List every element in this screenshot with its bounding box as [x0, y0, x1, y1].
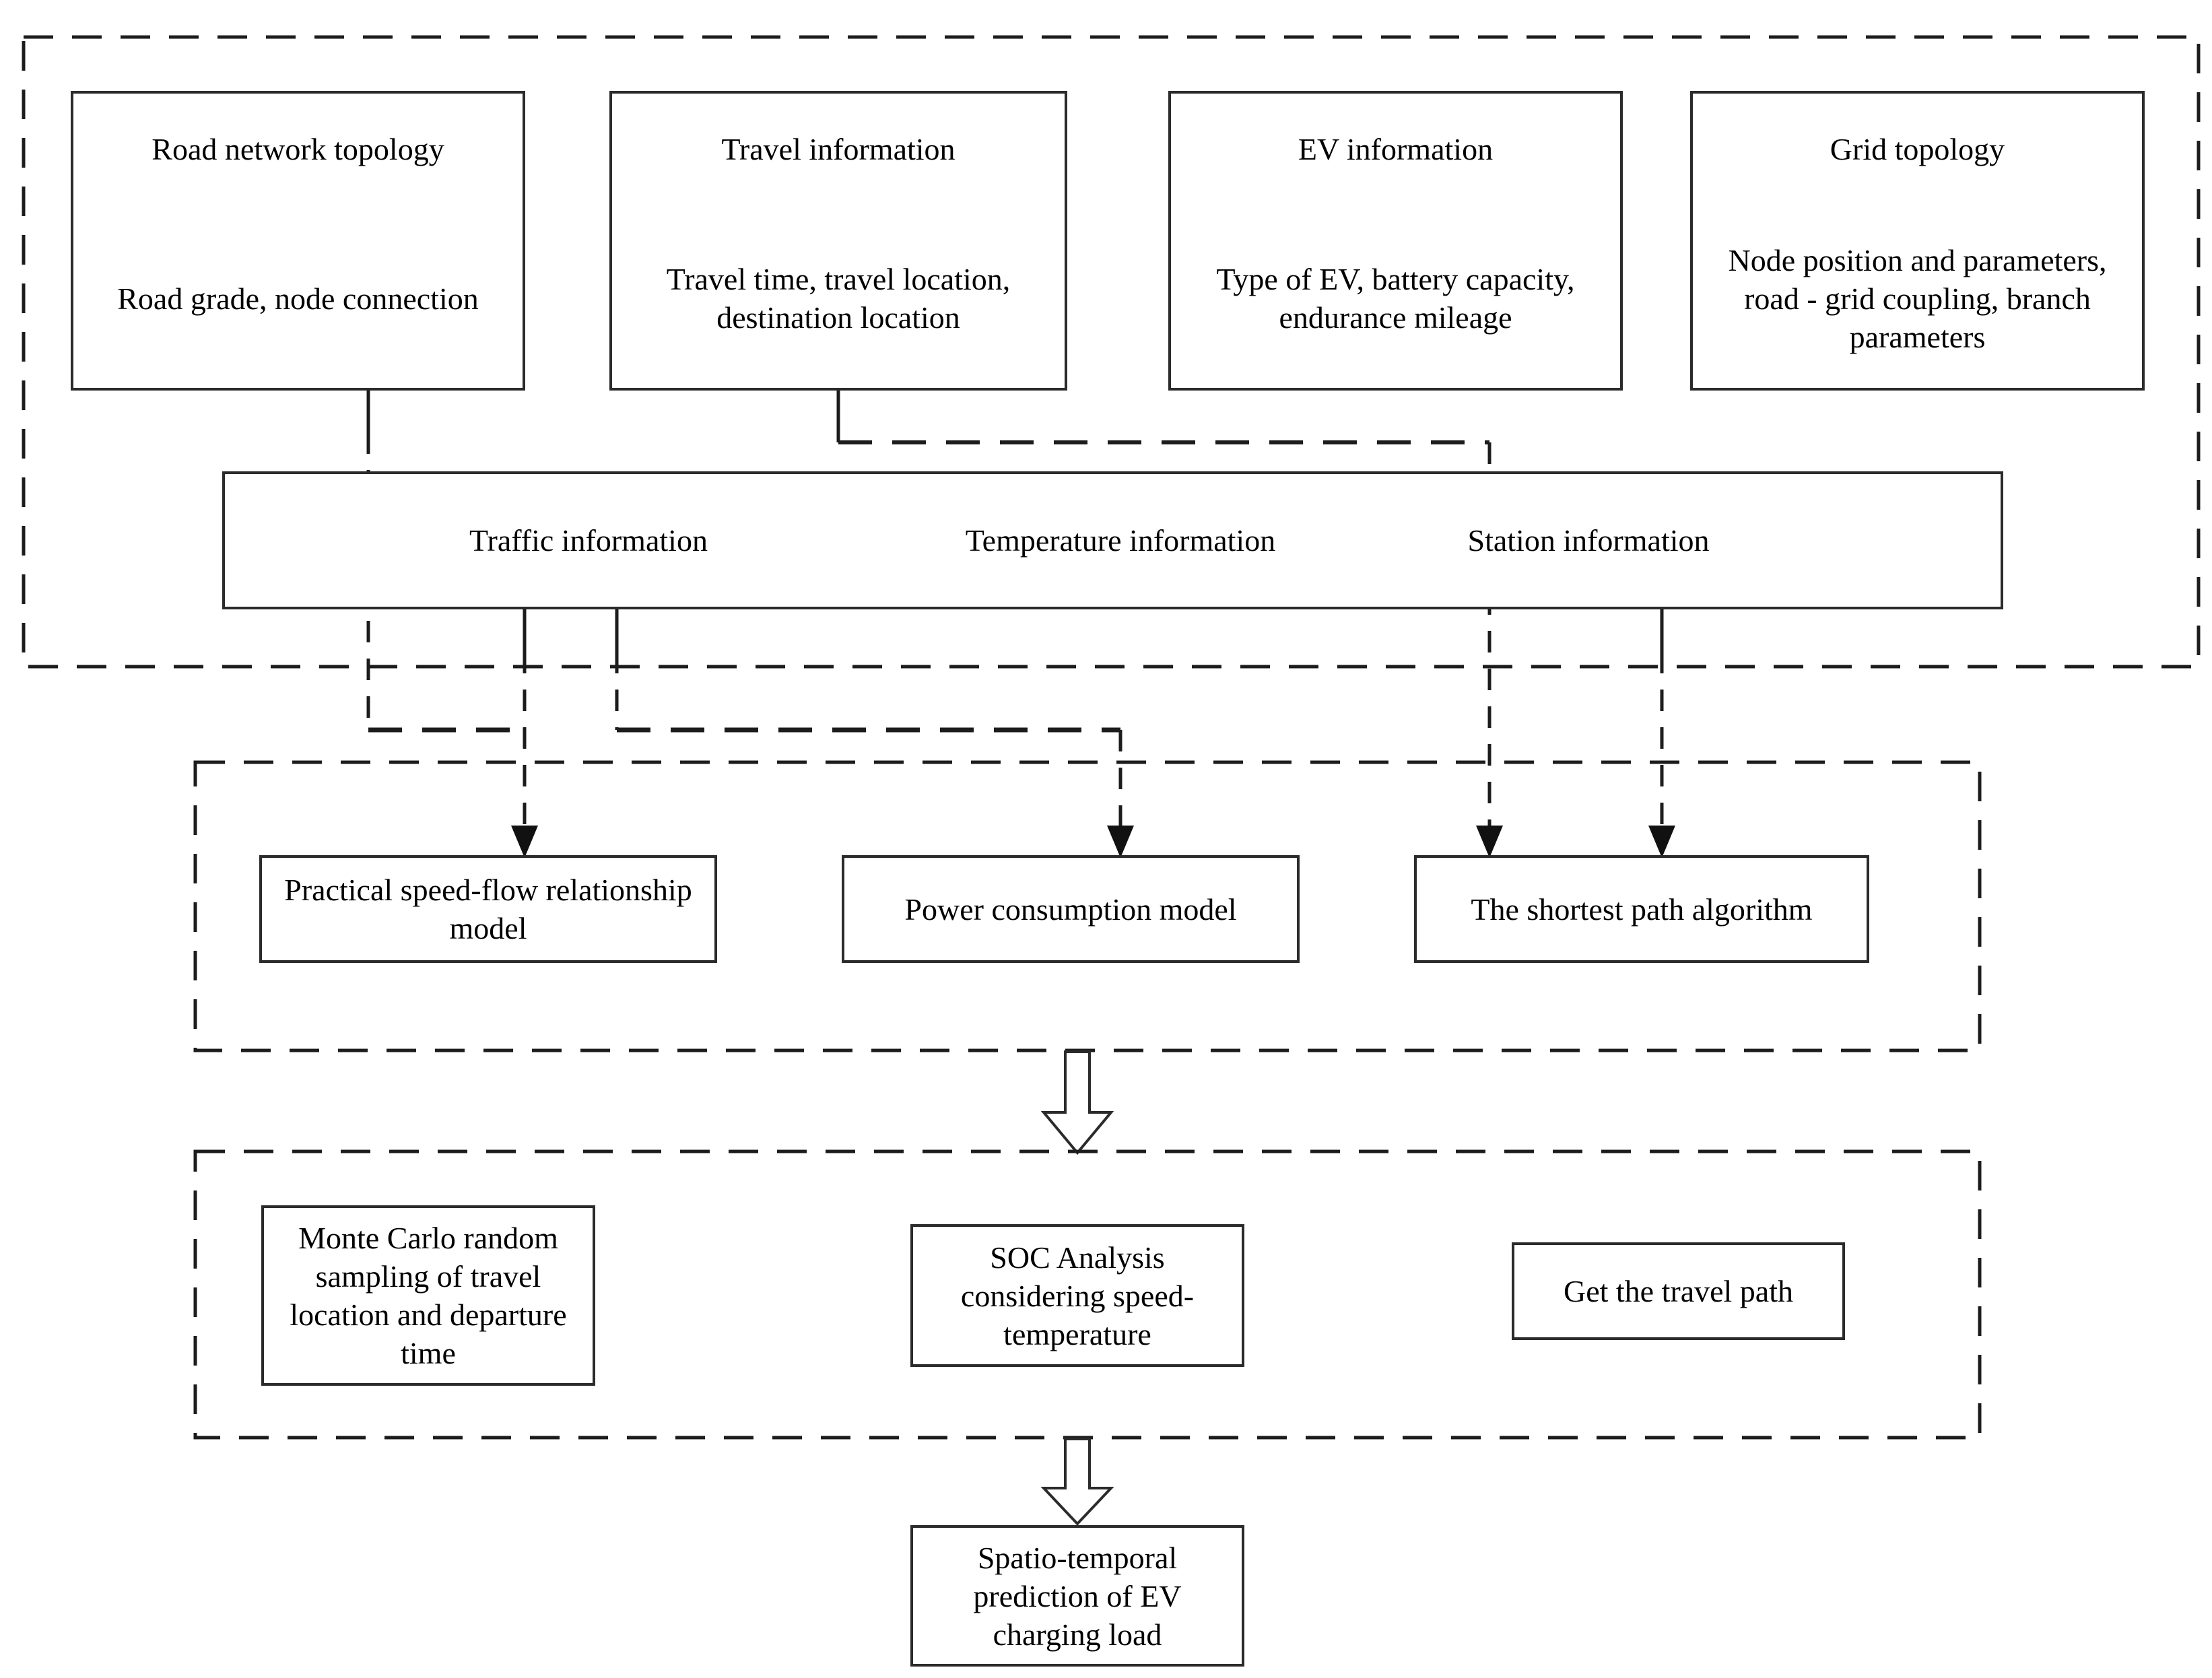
box-body: Type of EV, battery capacity, endurance … — [1216, 262, 1575, 335]
box-get-travel-path: Get the travel path — [1512, 1242, 1845, 1340]
bar-label-traffic: Traffic information — [469, 523, 708, 558]
box-grid-topology: Grid topology Node position and paramete… — [1690, 91, 2145, 391]
box-power-consumption-model: Power consumption model — [842, 855, 1300, 963]
box-practical-speed-flow-model: Practical speed-flow relationship model — [259, 855, 717, 963]
arrow-down-icon — [1107, 826, 1134, 858]
box-monte-carlo-sampling: Monte Carlo random sampling of travel lo… — [261, 1205, 595, 1386]
box-body: Road grade, node connection — [117, 281, 479, 316]
arrow-down-icon — [511, 826, 538, 858]
box-shortest-path-algorithm: The shortest path algorithm — [1414, 855, 1869, 963]
hollow-arrow-down-icon — [1040, 1050, 1114, 1155]
box-body: Node position and parameters, road - gri… — [1728, 242, 2107, 354]
box-title: EV information — [1298, 132, 1494, 166]
information-bar: Traffic information Temperature informat… — [222, 471, 2003, 609]
input-group-outline — [22, 35, 2201, 669]
bar-label-temperature: Temperature information — [965, 523, 1276, 558]
box-soc-analysis: SOC Analysis considering speed-temperatu… — [910, 1224, 1244, 1367]
connector-bar-to-power — [615, 609, 1122, 827]
box-ev-information: EV information Type of EV, battery capac… — [1168, 91, 1623, 391]
arrow-down-icon — [1648, 826, 1675, 858]
box-body: Travel time, travel location, destinatio… — [666, 262, 1011, 335]
box-title: Travel information — [721, 132, 956, 166]
hollow-arrow-down-icon — [1040, 1438, 1114, 1526]
box-title: Grid topology — [1830, 132, 2005, 166]
box-spatio-temporal-prediction: Spatio-temporal prediction of EV chargin… — [910, 1525, 1244, 1667]
box-travel-information: Travel information Travel time, travel l… — [609, 91, 1067, 391]
arrow-down-icon — [1476, 826, 1503, 858]
bar-label-station: Station information — [1467, 523, 1710, 558]
box-road-network-topology: Road network topology Road grade, node c… — [71, 91, 525, 391]
box-title: Road network topology — [152, 132, 444, 166]
connector-travel-to-shortestpath — [836, 391, 1492, 827]
